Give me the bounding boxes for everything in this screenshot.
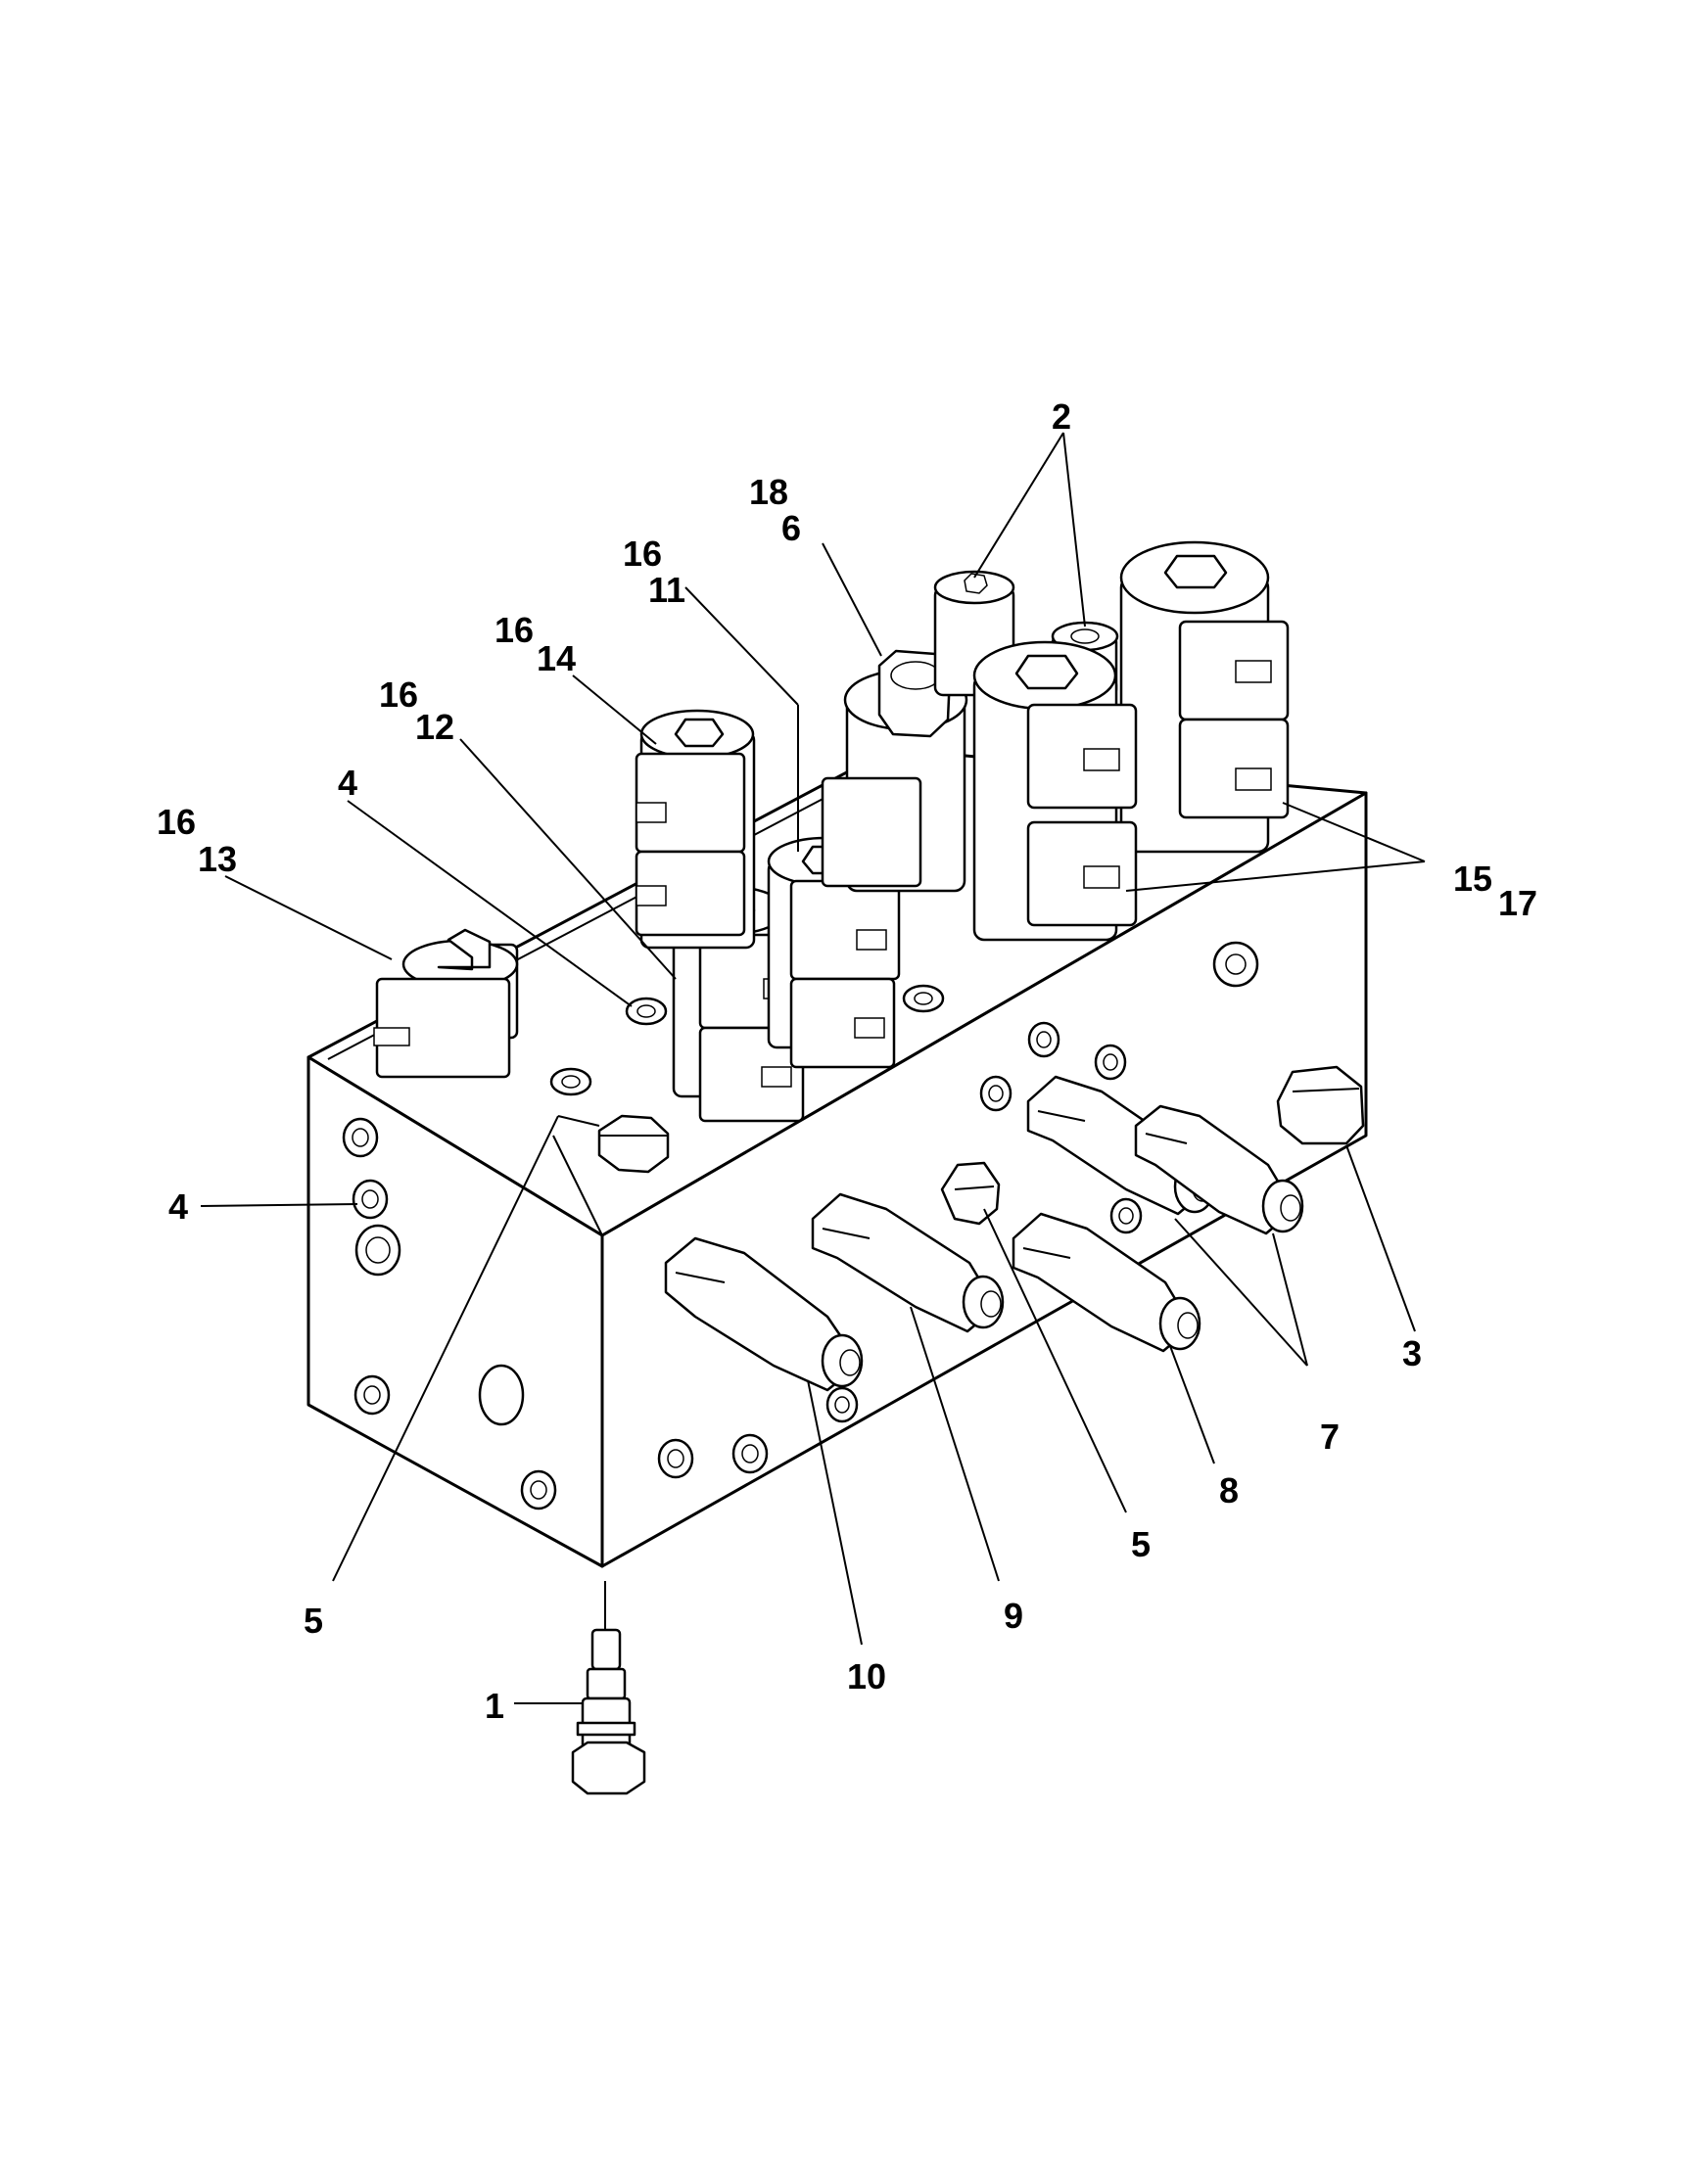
- callout-labels: 2 18 6 16 11 16 14 16 12 4 16 13 15 17 4…: [157, 396, 1537, 1726]
- plug-2a: [933, 570, 1015, 697]
- left-face-ports: [342, 1117, 557, 1510]
- solenoid-valve-15-17-front: [972, 640, 1138, 942]
- solenoid-valve-14: [635, 709, 756, 950]
- callout-8: 8: [1219, 1470, 1239, 1510]
- callout-11: 11: [648, 570, 685, 610]
- right-face-ports: [657, 941, 1259, 1479]
- solenoid-valve-13: [373, 928, 519, 1079]
- callout-17: 17: [1498, 883, 1537, 923]
- callout-7: 7: [1320, 1417, 1340, 1457]
- callout-16: 16: [623, 534, 662, 574]
- callout-14: 14: [537, 638, 576, 678]
- callout-16: 16: [494, 610, 534, 650]
- callout-12: 12: [415, 707, 454, 747]
- hex-plug-left: [597, 1114, 670, 1174]
- cartridge-valve-8: [1012, 1212, 1201, 1353]
- leader-lines: [200, 432, 1426, 1704]
- callout-3: 3: [1402, 1333, 1422, 1373]
- callout-2: 2: [1052, 396, 1071, 437]
- cartridge-1: [571, 1581, 646, 1795]
- callout-4: 4: [168, 1186, 188, 1227]
- solenoid-valve-15-17-rear: [1119, 540, 1290, 854]
- callout-6: 6: [781, 508, 801, 548]
- cartridge-valve-10: [664, 1236, 864, 1392]
- hex-plug-right: [940, 1161, 1001, 1226]
- valve-6: [821, 649, 968, 893]
- callout-15: 15: [1453, 859, 1492, 899]
- callout-5: 5: [304, 1601, 323, 1641]
- callout-5: 5: [1131, 1524, 1151, 1564]
- callout-18: 18: [749, 472, 788, 512]
- callout-16: 16: [157, 802, 196, 842]
- cartridge-valve-9: [811, 1192, 1005, 1333]
- cartridge-valve-7b: [1134, 1104, 1304, 1235]
- plug-large: [1276, 1065, 1365, 1145]
- callout-1: 1: [485, 1686, 504, 1726]
- callout-10: 10: [847, 1656, 886, 1696]
- callout-13: 13: [198, 839, 237, 879]
- top-face-ports: [549, 984, 945, 1096]
- callout-9: 9: [1004, 1596, 1023, 1636]
- callout-16: 16: [379, 674, 418, 715]
- callout-4: 4: [338, 763, 357, 803]
